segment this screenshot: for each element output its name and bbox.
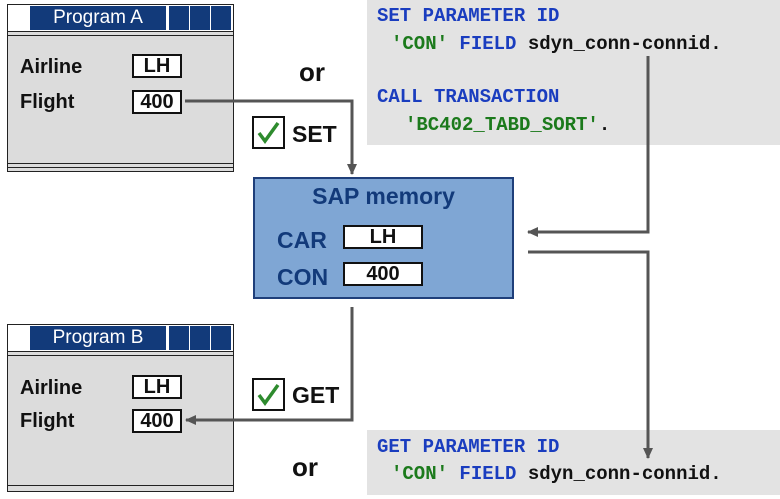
code-keyword: GET PARAMETER ID xyxy=(377,436,560,458)
program-b-airline-field[interactable]: LH xyxy=(132,375,182,399)
program-a-flight-label: Flight xyxy=(20,91,75,113)
window-divider xyxy=(8,35,233,36)
program-a-airline-label: Airline xyxy=(20,56,83,78)
program-b-flight-label: Flight xyxy=(20,410,75,432)
program-b-titlebar: Program B xyxy=(8,325,233,352)
window-divider xyxy=(8,163,233,164)
memory-car-label: CAR xyxy=(277,227,327,253)
code-keyword: SET PARAMETER ID xyxy=(377,5,560,27)
window-button[interactable] xyxy=(168,326,189,350)
code-text: . xyxy=(598,114,611,136)
checkmark-icon xyxy=(257,121,280,144)
window-button[interactable] xyxy=(210,6,231,30)
code-keyword: CALL TRANSACTION xyxy=(377,86,560,108)
program-a-window: Program A Airline LH Flight 400 xyxy=(7,4,234,172)
code-string: 'CON' xyxy=(391,463,449,485)
program-b-title: Program B xyxy=(30,326,166,350)
sap-memory-title: SAP memory xyxy=(312,183,455,209)
or-label-bottom: or xyxy=(292,452,318,482)
memory-con-label: CON xyxy=(277,264,329,290)
get-checkbox xyxy=(252,378,285,411)
window-divider xyxy=(8,167,233,168)
get-parameter-code: GET PARAMETER ID 'CON' FIELD sdyn_conn-c… xyxy=(367,430,780,495)
arrow-set-code-to-memory xyxy=(527,56,650,237)
window-divider xyxy=(8,355,233,356)
set-checkbox xyxy=(252,116,285,149)
or-label-top: or xyxy=(299,57,325,87)
arrow-program-a-to-memory xyxy=(185,99,357,175)
code-keyword: FIELD xyxy=(459,463,517,485)
window-button[interactable] xyxy=(189,326,210,350)
memory-car-field: LH xyxy=(343,225,423,249)
code-text: sdyn_conn-connid. xyxy=(527,463,722,485)
code-text: sdyn_conn-connid. xyxy=(527,33,722,55)
code-string: 'CON' xyxy=(391,33,449,55)
memory-con-field: 400 xyxy=(343,262,423,286)
sap-memory-box: SAP memory CAR LH CON 400 xyxy=(253,177,514,299)
program-a-titlebar: Program A xyxy=(8,5,233,32)
program-a-airline-field[interactable]: LH xyxy=(132,54,182,78)
arrow-memory-to-program-b xyxy=(185,307,354,425)
window-divider xyxy=(8,485,233,486)
program-b-airline-label: Airline xyxy=(20,377,83,399)
window-button[interactable] xyxy=(189,6,210,30)
arrow-memory-to-get-code xyxy=(528,250,653,459)
code-string: 'BC402_TABD_SORT' xyxy=(405,114,599,136)
set-label: SET xyxy=(292,121,337,147)
set-parameter-code: SET PARAMETER ID 'CON' FIELD sdyn_conn-c… xyxy=(367,0,780,145)
code-keyword: FIELD xyxy=(459,33,517,55)
program-b-window: Program B Airline LH Flight 400 xyxy=(7,324,234,492)
program-b-flight-field[interactable]: 400 xyxy=(132,409,182,433)
window-button[interactable] xyxy=(210,326,231,350)
program-a-flight-field[interactable]: 400 xyxy=(132,90,182,114)
window-button[interactable] xyxy=(168,6,189,30)
checkmark-icon xyxy=(257,383,280,406)
program-a-title: Program A xyxy=(30,6,166,30)
get-label: GET xyxy=(292,382,340,408)
